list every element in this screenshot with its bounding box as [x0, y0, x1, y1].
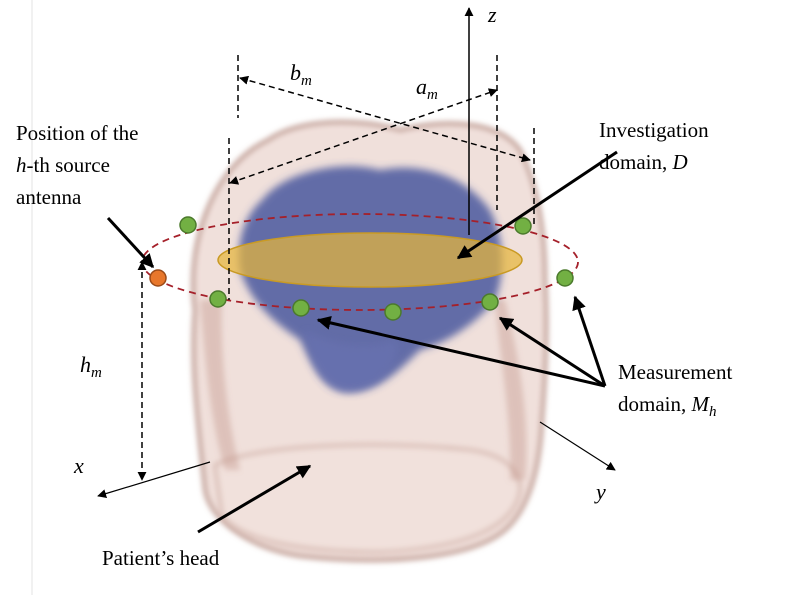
patient-pointer-arrow [197, 464, 312, 534]
measurement-pointer-arrow-1 [316, 316, 606, 388]
y-axis [539, 421, 616, 471]
measurement-domain-label: Measurement domain, Mh [618, 360, 738, 420]
brain-lobe-lower [305, 330, 398, 392]
investigation-domain-label: Investigation domain, D [599, 118, 714, 174]
patient-head [191, 120, 548, 562]
measurement-pointer-arrow-3 [572, 295, 607, 387]
a-dimension-label: am [416, 74, 438, 103]
x-axis [97, 461, 211, 498]
b-dimension-label: bm [290, 60, 312, 89]
a-dimension-arrow [229, 88, 498, 185]
investigation-domain-ellipse [217, 232, 523, 288]
investigation-pointer-arrow [456, 150, 618, 260]
h-dimension-label: hm [80, 352, 102, 381]
antennas [179, 216, 574, 321]
measurement-antenna [384, 303, 402, 321]
pointer-arrows [106, 150, 618, 534]
patient-head-label: Patient’s head [102, 546, 220, 570]
head-inner-shade-right [495, 300, 527, 480]
source-antenna-label: Position of the h-th source antenna [16, 121, 144, 209]
head-inner-lower [213, 444, 522, 554]
measurement-antenna [209, 290, 227, 308]
measurement-antenna [514, 217, 532, 235]
y-axis-label: y [594, 479, 606, 504]
source-antenna [149, 269, 167, 287]
x-axis-label: x [73, 453, 84, 478]
measurement-pointer-arrow-2 [498, 316, 606, 388]
z-axis-label: z [487, 2, 497, 27]
measurement-antenna [556, 269, 574, 287]
measurement-antenna [481, 293, 499, 311]
measurement-antenna [179, 216, 197, 234]
measurement-antenna [292, 299, 310, 317]
head-inner-shade-left [200, 300, 240, 470]
source-pointer-arrow [106, 216, 155, 269]
